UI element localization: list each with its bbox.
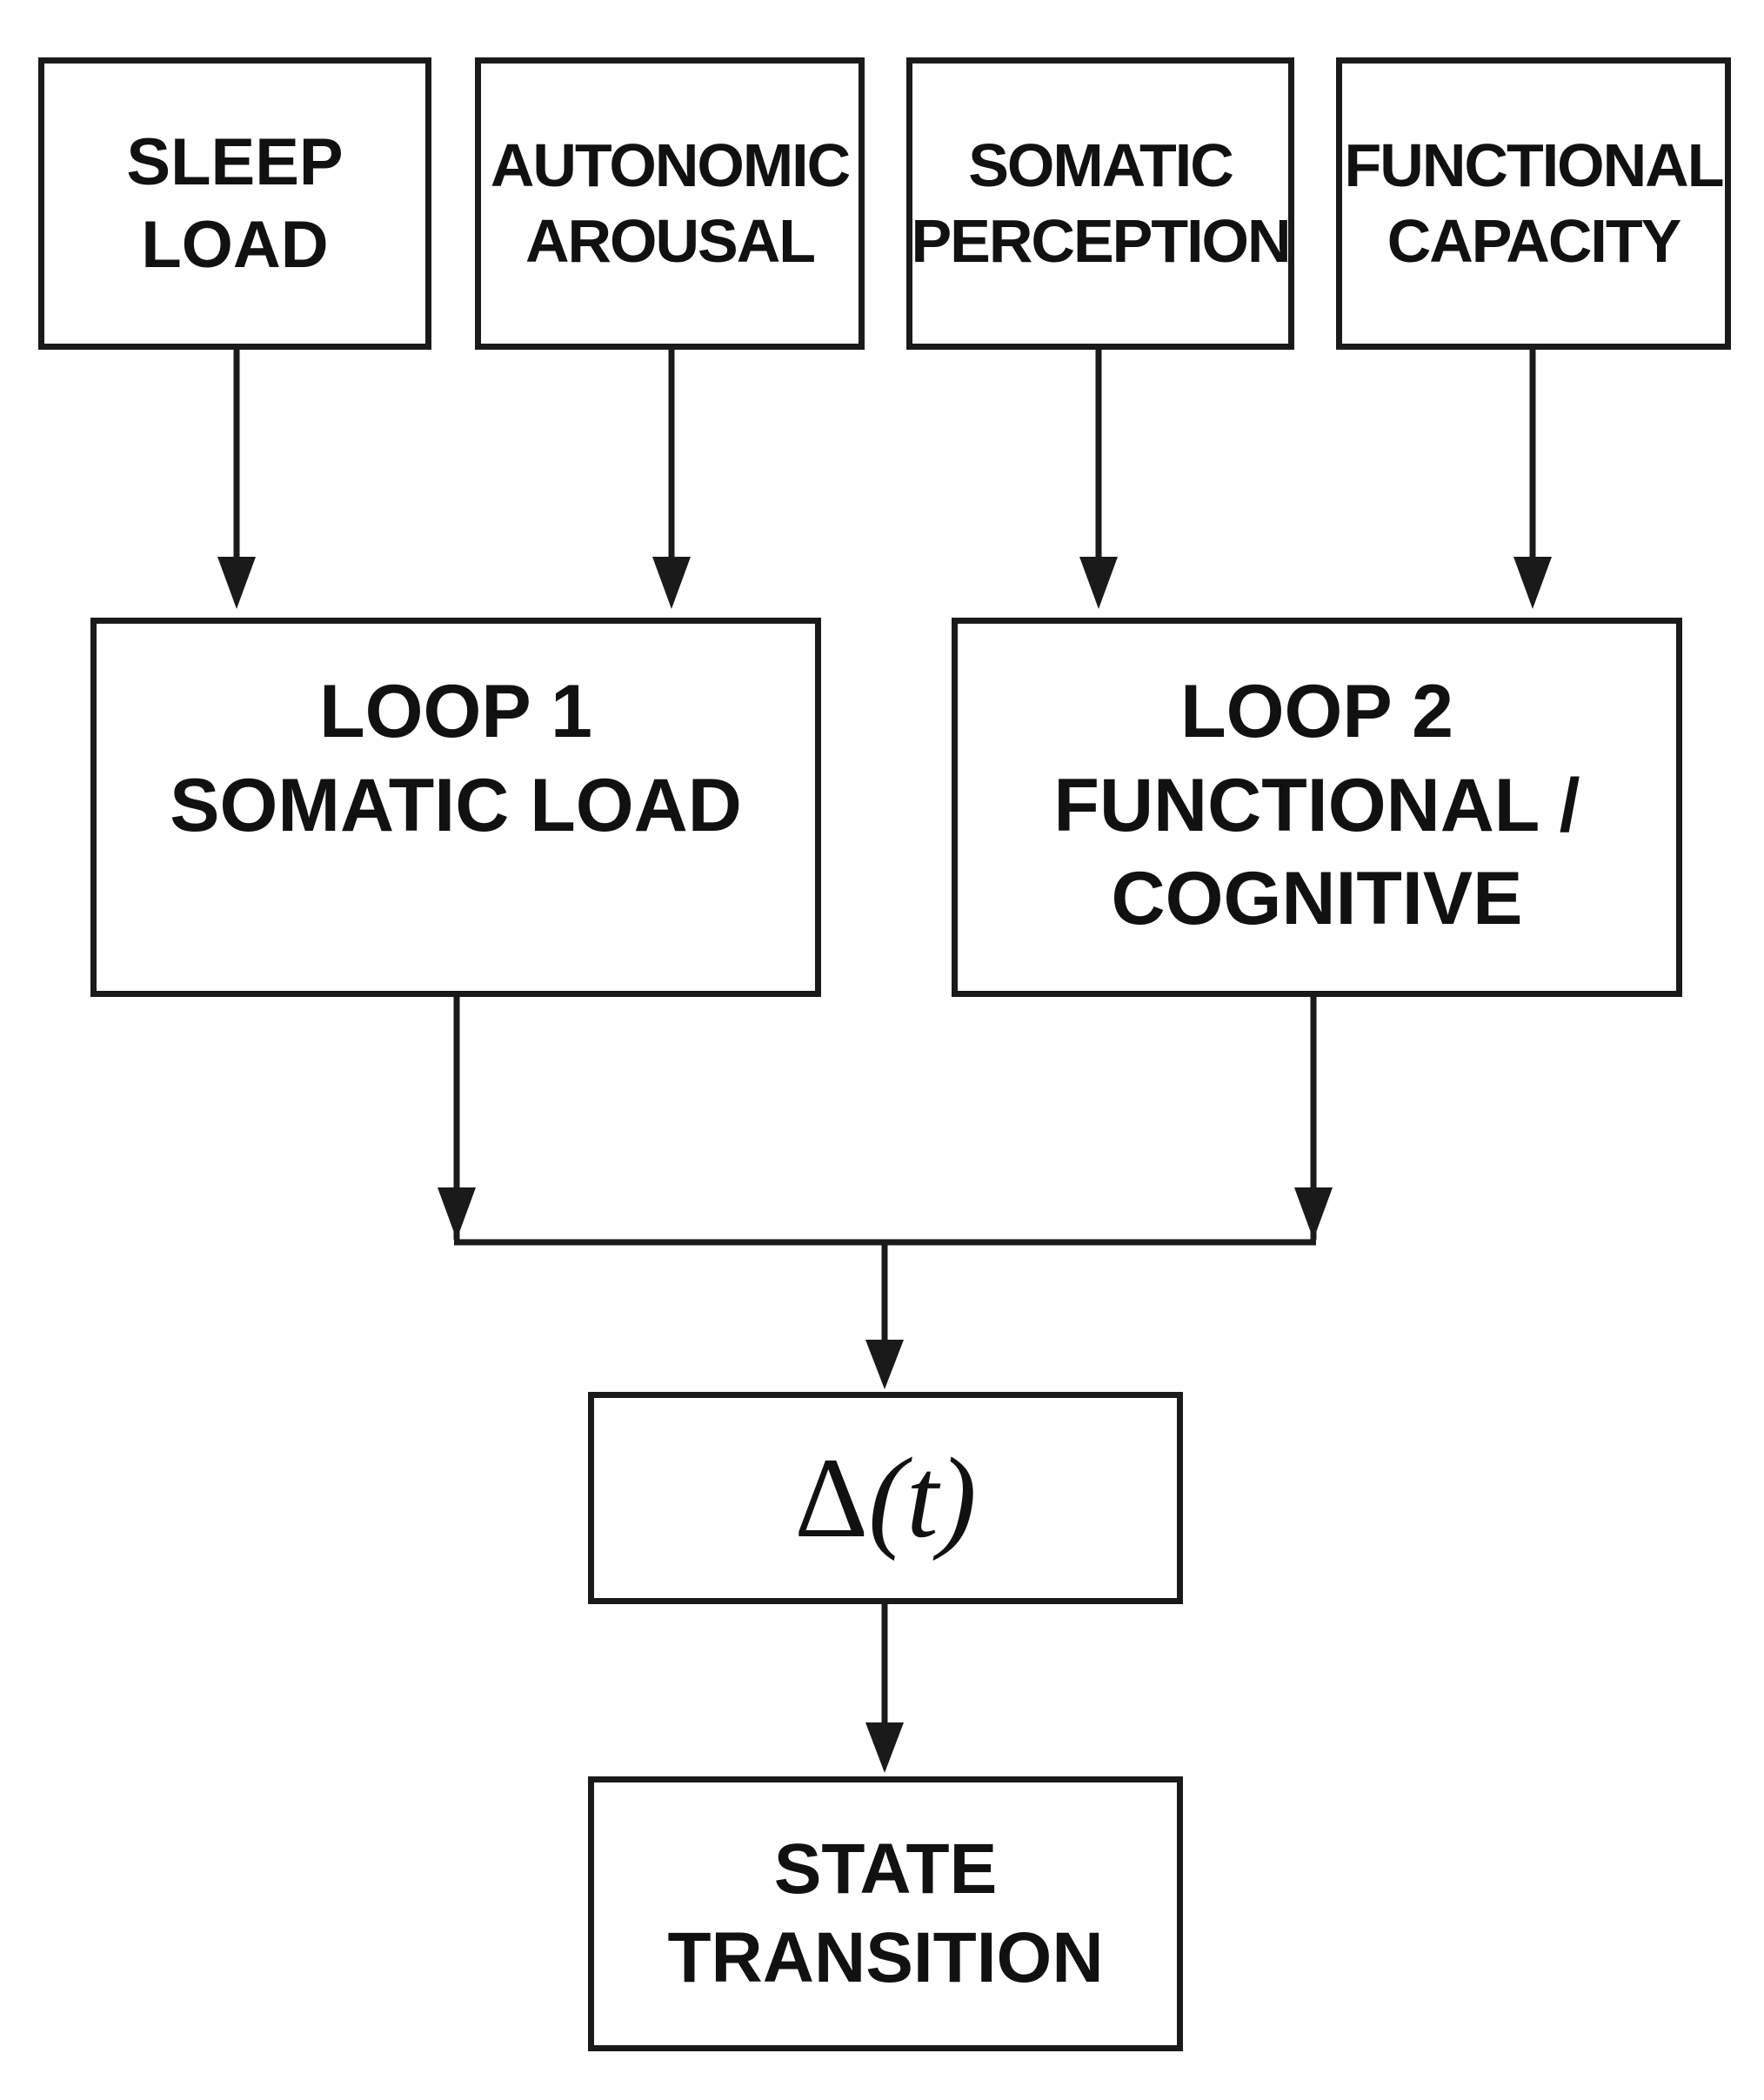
state-transition-box: STATE TRANSITION xyxy=(588,1776,1183,2051)
arrowhead-sleep-to-loop1 xyxy=(217,557,256,609)
input-box-sleep-load: SLEEP LOAD xyxy=(38,57,431,350)
arrowhead-functional-to-loop2 xyxy=(1513,557,1552,609)
output-label-line: STATE xyxy=(773,1829,998,1909)
input-label-line: SLEEP xyxy=(126,125,344,199)
input-box-functional-capacity: FUNCTIONAL CAPACITY xyxy=(1336,57,1731,350)
arrowhead-loop2-down xyxy=(1294,1187,1333,1240)
loop-title: LOOP 1 xyxy=(319,670,592,753)
input-box-autonomic-arousal: AUTONOMIC AROUSAL xyxy=(475,57,865,350)
loop-title: LOOP 2 xyxy=(1180,670,1453,753)
arrowhead-somatic-to-loop2 xyxy=(1079,557,1118,609)
arrowhead-loop1-down xyxy=(438,1187,476,1240)
loop-subtitle: SOMATIC LOAD xyxy=(170,763,742,847)
output-label-line: TRANSITION xyxy=(667,1918,1104,1997)
delta-symbol: Δ xyxy=(794,1434,869,1562)
loop-box-1: LOOP 1 SOMATIC LOAD xyxy=(90,618,821,997)
input-label-line: LOAD xyxy=(141,208,329,282)
loop-subtitle: FUNCTIONAL / xyxy=(1053,763,1580,847)
delta-argument: (t) xyxy=(868,1434,977,1562)
input-label-line: CAPACITY xyxy=(1386,207,1682,275)
arrowhead-junction-to-delta xyxy=(865,1340,904,1389)
input-box-somatic-perception: SOMATIC PERCEPTION xyxy=(906,57,1294,350)
loop-box-2: LOOP 2 FUNCTIONAL / COGNITIVE xyxy=(952,618,1682,997)
arrowhead-autonomic-to-loop1 xyxy=(652,557,691,609)
input-label-line: FUNCTIONAL xyxy=(1344,130,1725,199)
delta-expression: Δ(t) xyxy=(794,1441,976,1555)
input-label-line: AROUSAL xyxy=(525,207,816,275)
input-label-line: AUTONOMIC xyxy=(490,130,851,199)
arrowhead-delta-to-state xyxy=(865,1722,904,1773)
delta-box: Δ(t) xyxy=(588,1392,1183,1604)
input-label-line: PERCEPTION xyxy=(911,207,1291,275)
loop-subtitle: COGNITIVE xyxy=(1111,857,1523,940)
input-label-line: SOMATIC xyxy=(968,130,1234,199)
